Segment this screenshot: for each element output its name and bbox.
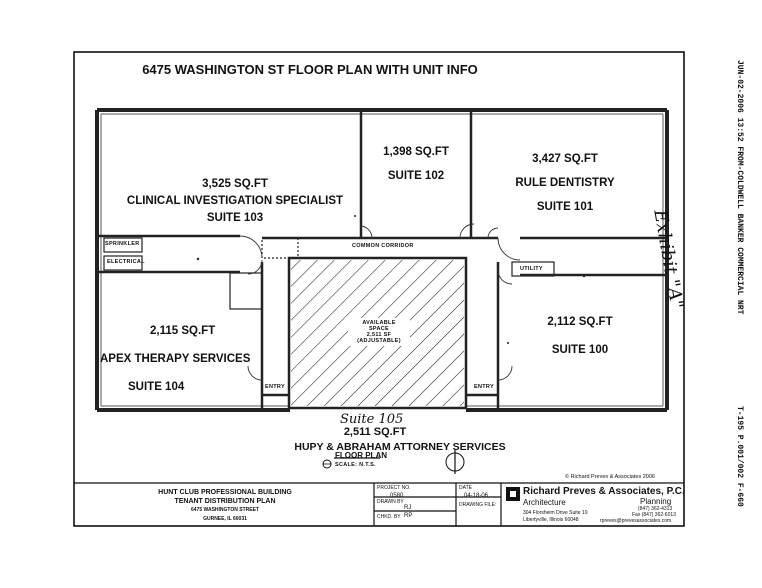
- scale-caption: SCALE: N.T.S.: [335, 462, 376, 468]
- drawn-value: RJ: [404, 505, 412, 511]
- address-line-2: GURNEE, IL 60031: [203, 516, 247, 522]
- suite-105-note-bg: [348, 318, 410, 346]
- project-name: HUNT CLUB PROFESSIONAL BUILDING: [158, 489, 292, 496]
- date-value: 04-18-06: [464, 493, 489, 499]
- firm-email: rpreves@prevesassociates.com: [600, 518, 672, 524]
- project-no: 0580: [390, 493, 404, 499]
- suite-105-area: 2,511 SQ.FT: [343, 426, 407, 438]
- drawn-label: DRAWN BY: [377, 499, 404, 505]
- fax-footer: T-195 P.001/002 F-660: [735, 406, 744, 507]
- entry-label-right: ENTRY: [474, 384, 494, 390]
- sprinkler-label: SPRINKLER: [105, 241, 140, 247]
- suite-100-label: 2,112 SQ.FT SUITE 100: [520, 308, 640, 364]
- firm-fax: Fax (847) 362-6013: [632, 512, 676, 518]
- fax-header: JUN-02-2006 13:52 FROM-COLDWELL BANKER C…: [735, 60, 744, 315]
- suite-105-handwritten: Suite 105: [340, 412, 404, 427]
- checked-value: RP: [404, 513, 413, 519]
- suite-104-label: 2,115 SQ.FT APEX THERAPY SERVICES SUITE …: [100, 317, 260, 401]
- suite-103-number: SUITE 103: [206, 212, 264, 224]
- available-note-line: AVAILABLE: [362, 320, 396, 326]
- door-swings: [239, 223, 521, 381]
- electrical-label: ELECTRICAL: [107, 259, 145, 265]
- fixture-dots: [196, 215, 586, 344]
- drawing-file-label: DRAWING FILE:: [459, 502, 497, 508]
- suite-103-tenant: CLINICAL INVESTIGATION SPECIALIST: [126, 195, 344, 207]
- entry-label-left: ENTRY: [265, 384, 285, 390]
- suite-101-tenant: RULE DENTISTRY: [515, 177, 615, 189]
- firm-city: Libertyville, Illinois 60048: [523, 517, 579, 523]
- suite-100-area: 2,112 SQ.FT: [547, 316, 613, 328]
- title-block-project: HUNT CLUB PROFESSIONAL BUILDING TENANT D…: [80, 488, 370, 524]
- address-line-1: 6475 WASHINGTON STREET: [191, 507, 259, 513]
- suite-100-number: SUITE 100: [551, 344, 609, 356]
- copyright: © Richard Preves & Associates 2006: [565, 474, 655, 480]
- firm-phone: (847) 362-4313: [638, 506, 673, 512]
- plan-title: 6475 WASHINGTON ST FLOOR PLAN WITH UNIT …: [142, 62, 478, 77]
- firm-discipline-1: Architecture: [523, 498, 566, 507]
- common-corridor-label: COMMON CORRIDOR: [352, 243, 414, 249]
- suite-102-area: 1,398 SQ.FT: [383, 146, 449, 158]
- suite-104-area: 2,115 SQ.FT: [150, 325, 216, 337]
- suite-104-tenant: APEX THERAPY SERVICES: [100, 353, 251, 365]
- exterior-walls: [95, 108, 669, 412]
- sheet-name: TENANT DISTRIBUTION PLAN: [174, 498, 276, 505]
- firm-address: 304 Florsheim Drive Suite 10: [523, 510, 588, 516]
- suite-103-label: 3,525 SQ.FT CLINICAL INVESTIGATION SPECI…: [110, 176, 360, 227]
- exterior-walls-inner: [100, 113, 664, 407]
- utility-label: UTILITY: [520, 266, 543, 272]
- firm-discipline-2: Planning: [640, 497, 672, 506]
- suite-102-number: SUITE 102: [387, 170, 445, 182]
- suite-101-number: SUITE 101: [536, 201, 594, 213]
- closets: [103, 237, 555, 310]
- sheet-border: [73, 51, 685, 527]
- suite-104-number: SUITE 104: [128, 381, 185, 393]
- suite-101-area: 3,427 SQ.FT: [532, 153, 598, 165]
- suite-102-label: 1,398 SQ.FT SUITE 102: [362, 140, 470, 188]
- available-note-line: SPACE: [368, 326, 390, 332]
- checked-label: CHKD. BY: [377, 514, 401, 520]
- suite-101-label: 3,427 SQ.FT RULE DENTISTRY SUITE 101: [500, 147, 630, 219]
- date-label: DATE: [459, 485, 472, 491]
- available-note-line: (ADJUSTABLE): [357, 338, 401, 344]
- project-no-label: PROJECT NO.: [377, 485, 411, 491]
- available-note-line: 2,511 SF: [366, 332, 392, 338]
- floor-plan-caption: FLOOR PLAN: [335, 451, 387, 460]
- firm-name: Richard Preves & Associates, P.C.: [523, 486, 685, 497]
- title-block: [74, 482, 684, 526]
- suite-103-area: 3,525 SQ.FT: [202, 178, 268, 190]
- available-space-note: AVAILABLE SPACE 2,511 SF (ADJUSTABLE): [348, 320, 410, 344]
- suite-105-tenant: HUPY & ABRAHAM ATTORNEY SERVICES: [294, 441, 506, 453]
